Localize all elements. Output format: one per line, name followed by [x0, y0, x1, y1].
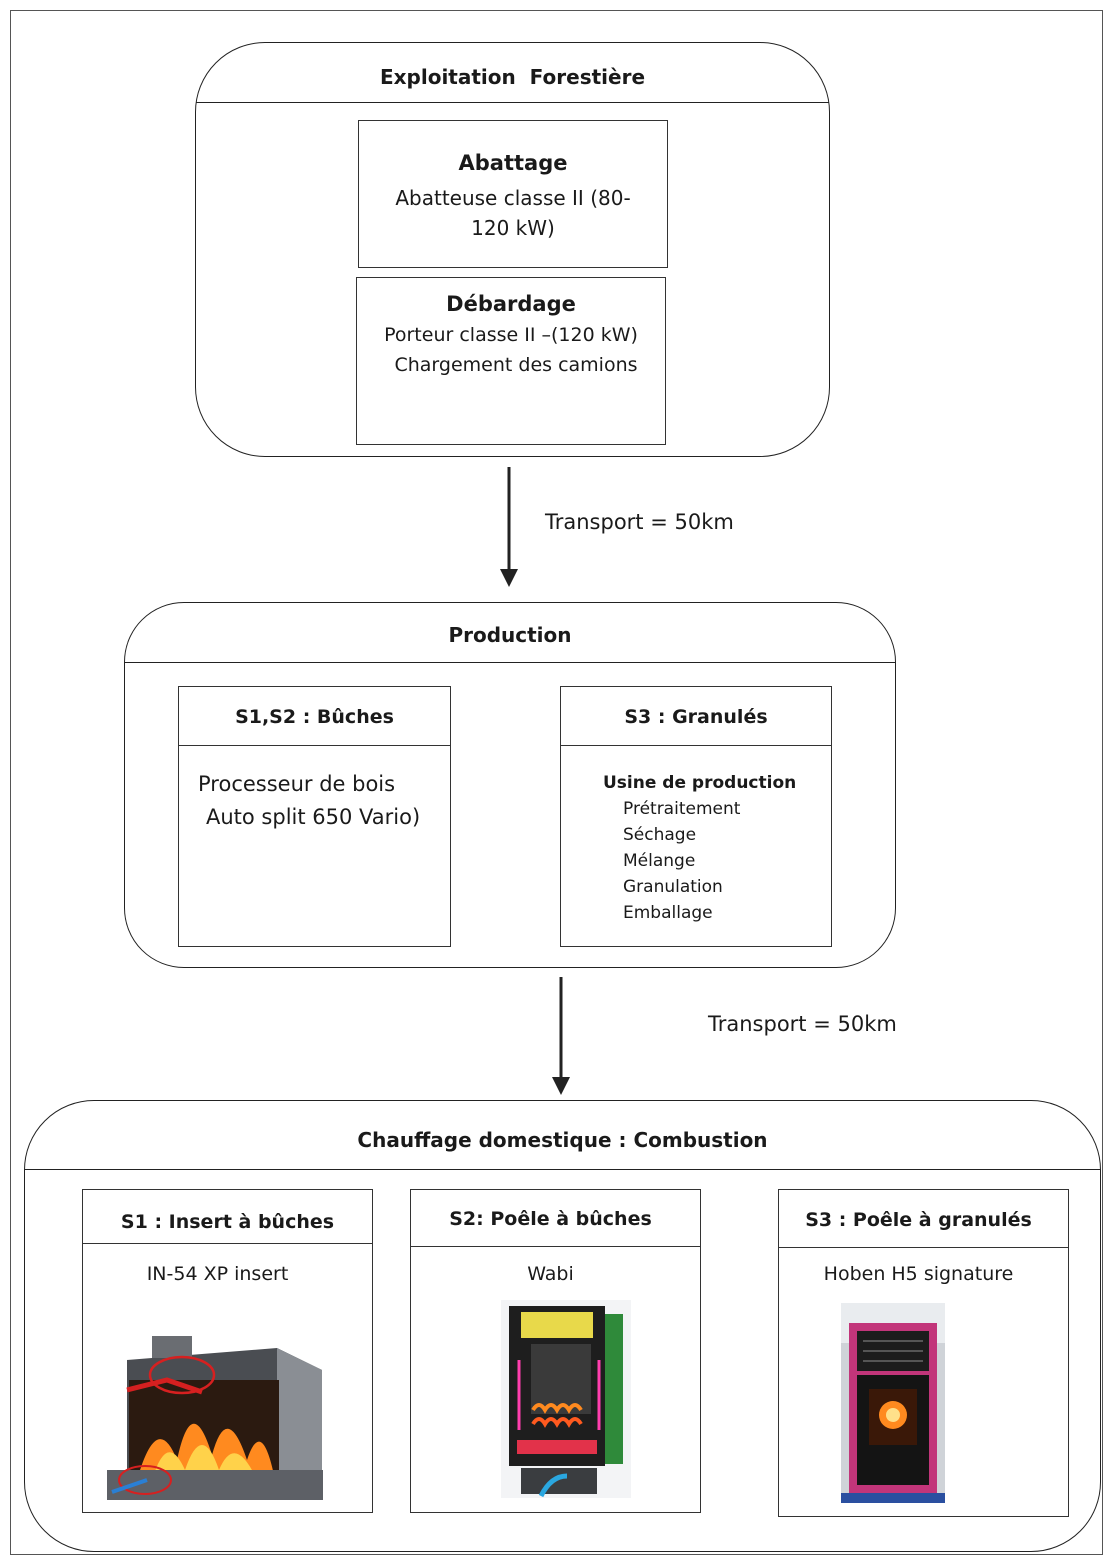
stage-forest-title: Exploitation Forestière [379, 65, 646, 89]
granules-title: S3 : Granulés [624, 706, 768, 728]
step-item: Séchage [623, 825, 697, 845]
debardage-line2: Chargement des camions [394, 354, 638, 376]
buches-line2: Auto split 650 Vario) [206, 805, 421, 829]
pellet-stove-model: Hoben H5 signature [823, 1263, 1014, 1285]
pellet-stove-photo [841, 1303, 945, 1503]
pellet-stove-box: S3 : Poêle à granulés Hoben H5 signature [778, 1189, 1069, 1517]
buches-divider [179, 745, 450, 746]
buches-box: S1,S2 : Bûches Processeur de bois Auto s… [178, 686, 451, 947]
arrow-down-icon [500, 467, 518, 587]
stage-combustion-title: Chauffage domestique : Combustion [357, 1128, 768, 1152]
transport-label-1: Transport = 50km [545, 510, 734, 534]
step-item: Prétraitement [623, 799, 741, 819]
stage-forest-divider [196, 102, 829, 103]
log-stove-photo [501, 1300, 631, 1498]
log-stove-model: Wabi [527, 1263, 574, 1285]
buches-line1: Processeur de bois [198, 772, 396, 796]
insert-model: IN-54 XP insert [146, 1263, 289, 1285]
granules-box: S3 : Granulés Usine de production Prétra… [560, 686, 832, 947]
stage-production-divider [125, 662, 895, 663]
granules-heading: Usine de production [603, 773, 797, 793]
insert-box: S1 : Insert à bûches IN-54 XP insert [82, 1189, 373, 1513]
transport-label-2: Transport = 50km [708, 1012, 897, 1036]
insert-title: S1 : Insert à bûches [120, 1211, 335, 1233]
granules-divider [561, 745, 831, 746]
debardage-line1: Porteur classe II –(120 kW) [384, 324, 638, 346]
pellet-stove-title: S3 : Poêle à granulés [805, 1209, 1032, 1231]
abattage-text: Abatteuse classe II (80- 120 kW) [395, 186, 631, 240]
granules-steps: Prétraitement Séchage Mélange Granulatio… [623, 796, 740, 926]
log-stove-divider [411, 1246, 700, 1247]
stage-combustion-divider [25, 1169, 1100, 1170]
pellet-stove-divider [779, 1247, 1068, 1248]
log-stove-title: S2: Poêle à bûches [449, 1208, 652, 1230]
debardage-box: Débardage Porteur classe II –(120 kW) Ch… [356, 277, 666, 445]
arrow-down-icon [552, 977, 570, 1095]
log-stove-box: S2: Poêle à bûches Wabi [410, 1189, 701, 1513]
buches-title: S1,S2 : Bûches [235, 706, 394, 728]
debardage-title: Débardage [446, 292, 576, 316]
step-item: Granulation [623, 877, 723, 897]
wood-insert-photo [107, 1320, 323, 1500]
step-item: Emballage [623, 903, 713, 923]
stage-production-title: Production [448, 623, 572, 647]
step-item: Mélange [623, 851, 696, 871]
abattage-box: Abattage Abatteuse classe II (80- 120 kW… [358, 120, 668, 268]
abattage-title: Abattage [458, 151, 568, 175]
insert-divider [83, 1243, 372, 1244]
